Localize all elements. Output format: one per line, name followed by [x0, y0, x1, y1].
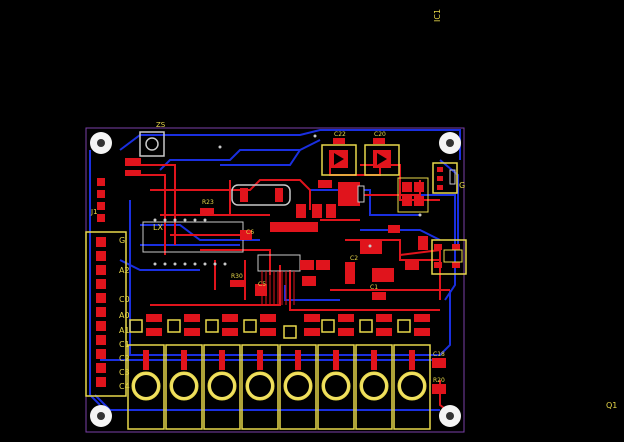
central-ic — [257, 254, 301, 305]
label-lx: LX — [153, 223, 163, 232]
smd-passives — [125, 138, 446, 394]
terminal-block — [85, 231, 127, 397]
terminal-pin-label: C2 — [119, 354, 130, 363]
terminal-pin-label: G — [119, 236, 126, 245]
terminal-pin-label: C0 — [119, 295, 130, 304]
label-c5: C5 — [258, 281, 267, 288]
pushbutton-zs — [139, 131, 165, 157]
electrolytic-capacitor — [338, 182, 365, 206]
terminal-pin-label: A2 — [119, 266, 130, 275]
label-g-right: G — [459, 181, 466, 190]
label-c20: C20 — [374, 131, 386, 138]
driver-components — [129, 314, 430, 339]
label-q1: Q1 — [606, 401, 618, 410]
terminal-pin-label: C3 — [119, 368, 130, 377]
label-zs: ZS — [156, 121, 166, 129]
label-r23: R23 — [202, 199, 214, 206]
usb-connector — [431, 239, 467, 275]
mounting-hole-icon — [90, 132, 461, 427]
label-ic1: IC1 — [433, 8, 442, 22]
header-j1 — [97, 178, 105, 222]
power-connector — [432, 162, 458, 194]
terminal-pin-label: C4 — [119, 382, 130, 391]
terminal-pin-label: A0 — [119, 311, 130, 320]
label-c6: C6 — [246, 229, 255, 236]
label-r20: R20 — [433, 377, 445, 384]
label-j1: J1 — [91, 208, 98, 216]
label-c18: C18 — [433, 351, 445, 358]
terminal-pin-label: A1 — [119, 326, 130, 335]
diode-icon — [321, 144, 429, 213]
label-r30: R30 — [231, 273, 243, 280]
label-c1: C1 — [370, 284, 379, 291]
terminal-pads — [96, 237, 106, 387]
label-c22: C22 — [334, 131, 346, 138]
via-pads — [153, 134, 422, 266]
label-c2: C2 — [350, 255, 359, 262]
relay-coil-icon — [127, 344, 431, 430]
terminal-pin-label: C1 — [119, 340, 130, 349]
crystal-oscillator — [231, 184, 291, 206]
